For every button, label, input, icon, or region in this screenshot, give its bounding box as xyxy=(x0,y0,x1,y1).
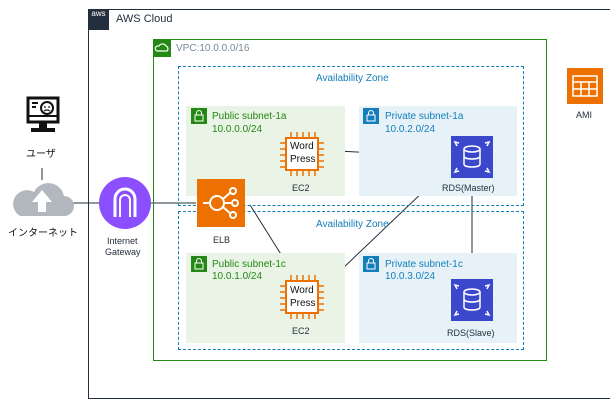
public-subnet-1c-cidr: 10.0.1.0/24 xyxy=(212,271,263,282)
private-subnet-1a-cidr: 10.0.2.0/24 xyxy=(385,124,436,135)
internet-label: インターネット xyxy=(8,228,78,239)
aws-logo-text: aws xyxy=(91,9,106,18)
wordpress-top-line1: Word xyxy=(290,141,314,152)
public-subnet-1a-name: Public subnet-1a xyxy=(212,111,287,122)
vpc-container xyxy=(153,39,547,361)
rds-database-icon xyxy=(451,136,493,178)
elb-label: ELB xyxy=(213,235,231,245)
wordpress-bottom-line1: Word xyxy=(290,285,314,296)
lock-icon xyxy=(191,108,207,124)
wordpress-top-line2: Press xyxy=(290,154,316,165)
user-terminal-icon xyxy=(25,96,61,138)
private-subnet-1a-name: Private subnet-1a xyxy=(385,111,464,122)
ec2-bottom-label: EC2 xyxy=(292,326,310,336)
availability-zone-1 xyxy=(178,66,524,206)
aws-logo-icon: aws xyxy=(88,9,109,30)
vpc-cloud-icon xyxy=(153,39,171,57)
rds-database-icon xyxy=(451,279,493,321)
availability-zone-2-label: Availability Zone xyxy=(316,219,389,230)
igw-label-line1: Internet xyxy=(107,236,138,246)
public-subnet-1c-name: Public subnet-1c xyxy=(212,259,286,270)
private-subnet-1c-cidr: 10.0.3.0/24 xyxy=(385,271,436,282)
internet-gateway-icon xyxy=(99,177,151,229)
user-label: ユーザ xyxy=(26,149,56,160)
ec2-top-label: EC2 xyxy=(292,183,310,193)
ec2-chip-icon xyxy=(280,275,324,319)
lock-icon xyxy=(363,256,379,272)
vpc-label: VPC:10.0.0.0/16 xyxy=(176,43,250,54)
cloud-upload-icon xyxy=(10,178,74,220)
lock-icon xyxy=(191,256,207,272)
ami-grid-icon xyxy=(567,68,603,104)
aws-cloud-label: AWS Cloud xyxy=(116,13,173,25)
private-subnet-1c-name: Private subnet-1c xyxy=(385,259,463,270)
rds-slave-label: RDS(Slave) xyxy=(447,328,495,338)
lock-icon xyxy=(363,108,379,124)
load-balancer-icon xyxy=(197,179,245,227)
igw-label-line2: Gateway xyxy=(105,247,141,257)
public-subnet-1a-cidr: 10.0.0.0/24 xyxy=(212,124,263,135)
rds-master-label: RDS(Master) xyxy=(442,183,495,193)
availability-zone-2 xyxy=(178,211,524,350)
availability-zone-1-label: Availability Zone xyxy=(316,73,389,84)
ami-label: AMI xyxy=(576,110,593,120)
ec2-chip-icon xyxy=(280,132,324,176)
wordpress-bottom-line2: Press xyxy=(290,298,316,309)
